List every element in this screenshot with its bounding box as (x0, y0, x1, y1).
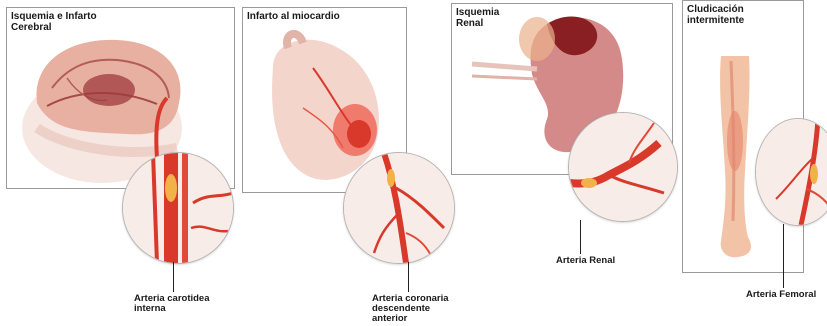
coronary-leader-line (408, 262, 409, 292)
coronary-caption: Arteria coronaria descendente anterior (372, 294, 449, 324)
femoral-caption: Arteria Femoral (746, 290, 816, 300)
coronary-artery-closeup (343, 152, 455, 264)
carotid-caption: Arteria carotidea interna (134, 294, 210, 314)
brain-panel-title: Isquemia e Infarto Cerebral (11, 11, 97, 33)
carotid-artery-closeup (122, 152, 234, 264)
renal-caption: Arteria Renal (556, 256, 615, 266)
renal-leader-line (580, 220, 581, 254)
heart-panel-title: Infarto al miocardio (247, 11, 340, 22)
carotid-leader-line (173, 262, 174, 292)
kidney-panel-title: Isquemia Renal (456, 7, 499, 29)
renal-artery-closeup (568, 112, 678, 222)
femoral-leader-line (783, 224, 784, 288)
leg-panel-title: Cludicación intermitente (687, 4, 744, 26)
femoral-artery-closeup (755, 118, 827, 226)
